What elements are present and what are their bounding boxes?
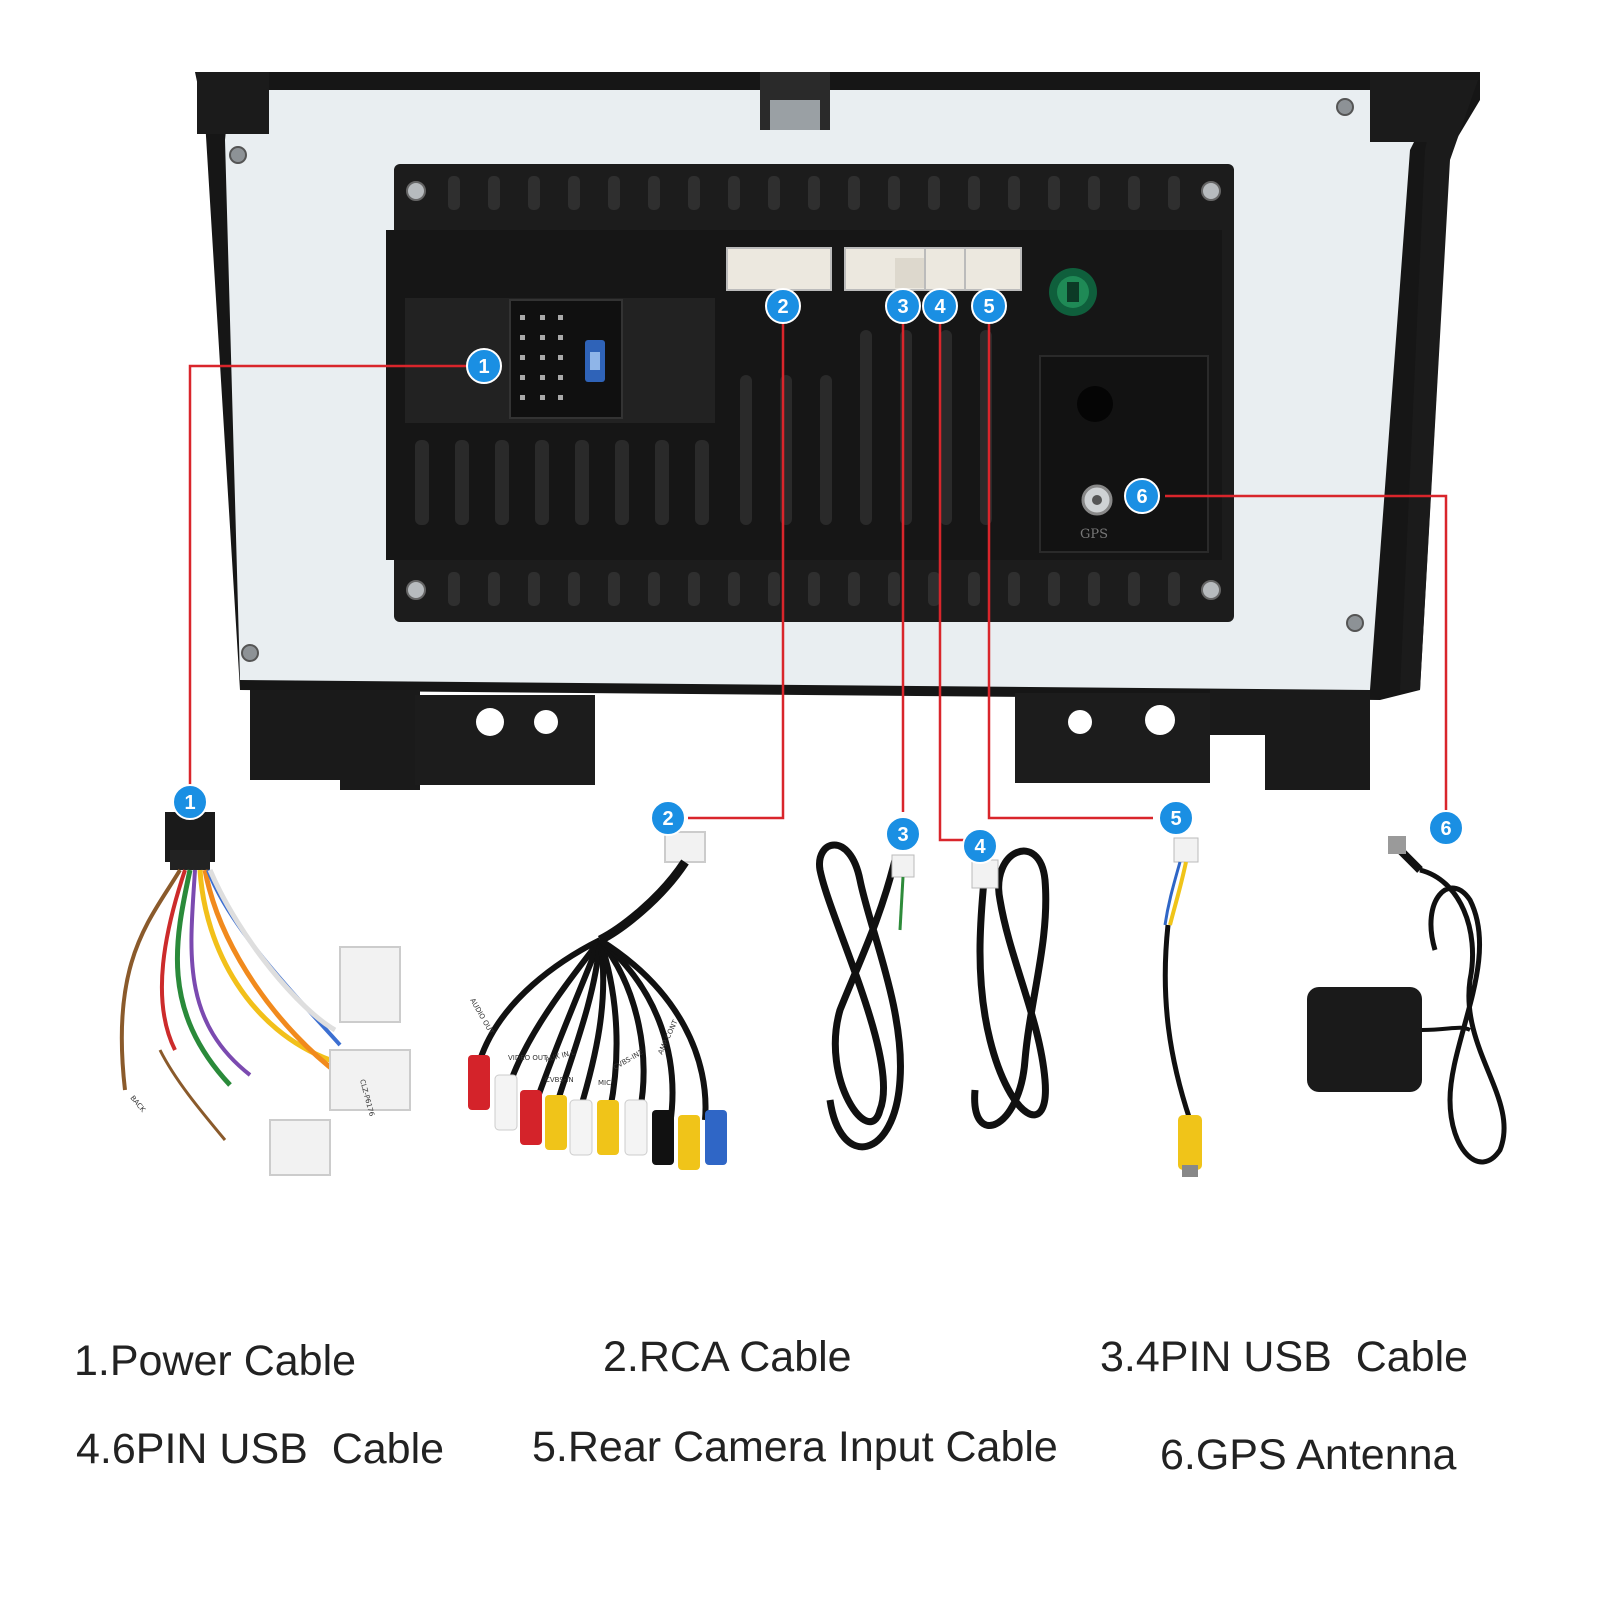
leader-lines <box>188 306 1448 842</box>
chassis: GPS <box>386 164 1234 622</box>
gps-port-label: GPS <box>1080 527 1108 542</box>
callout-4-top-label: 4 <box>934 296 946 318</box>
rca-label-mic: MIC <box>598 1079 611 1087</box>
callout-6-bottom: 6 <box>1428 810 1464 846</box>
callout-1-bottom: 1 <box>172 784 208 820</box>
rca-label-cvbs-in: CVBS-IN <box>545 1076 574 1084</box>
power-cable: CLZ-P6176 BACK <box>119 812 411 1176</box>
callout-4-bottom-label: 4 <box>974 836 986 858</box>
callout-3-bottom-label: 3 <box>897 824 908 846</box>
callout-5-top: 5 <box>971 288 1007 324</box>
callout-2-bottom-label: 2 <box>662 808 673 830</box>
callout-3-top-label: 3 <box>897 296 908 318</box>
mounting-brackets <box>250 690 1370 790</box>
rca-label-audio-out: AUDIO OUT <box>468 997 495 1036</box>
callout-2-top: 2 <box>765 288 801 324</box>
callout-6-top-label: 6 <box>1136 486 1147 508</box>
power-back-tag: BACK <box>128 1094 147 1114</box>
callout-6-top: 6 <box>1124 478 1160 514</box>
callout-1-top: 1 <box>466 348 502 384</box>
gps-antenna <box>1307 836 1507 1165</box>
callout-5-bottom: 5 <box>1158 800 1194 836</box>
usb-6pin-cable <box>971 847 1050 1129</box>
legend-6pin-usb-cable: 4.6PIN USB Cable <box>76 1425 445 1473</box>
legend-rca-cable: 2.RCA Cable <box>603 1333 852 1381</box>
callout-6-bottom-label: 6 <box>1440 818 1451 840</box>
callout-2-bottom: 2 <box>650 800 686 836</box>
usb-4pin-cable <box>816 841 915 1151</box>
rear-camera-cable <box>1162 837 1202 1177</box>
callout-1-bottom-label: 1 <box>184 792 195 814</box>
cable-legend: 1.Power Cable 2.RCA Cable 3.4PIN USB Cab… <box>0 1300 1600 1477</box>
callout-5-top-label: 5 <box>983 296 994 318</box>
callout-5-bottom-label: 5 <box>1170 808 1181 830</box>
callout-badges: 1 2 3 4 5 6 1 2 <box>172 288 1464 864</box>
callout-3-top: 3 <box>885 288 921 324</box>
legend-rear-camera-cable: 5.Rear Camera Input Cable <box>532 1423 1058 1471</box>
rca-label-video-out: VIDEO OUT <box>508 1054 548 1062</box>
legend-power-cable: 1.Power Cable <box>74 1337 357 1385</box>
rca-cable: AUDIO OUT VIDEO OUT AUX IN L CVBS-IN MIC… <box>468 831 727 1170</box>
callout-1-top-label: 1 <box>478 356 489 378</box>
callout-4-bottom: 4 <box>962 828 998 864</box>
callout-4-top: 4 <box>922 288 958 324</box>
legend-gps-antenna: 6.GPS Antenna <box>1160 1431 1457 1479</box>
legend-4pin-usb-cable: 3.4PIN USB Cable <box>1100 1333 1469 1381</box>
callout-3-bottom: 3 <box>885 816 921 852</box>
callout-2-top-label: 2 <box>777 296 788 318</box>
